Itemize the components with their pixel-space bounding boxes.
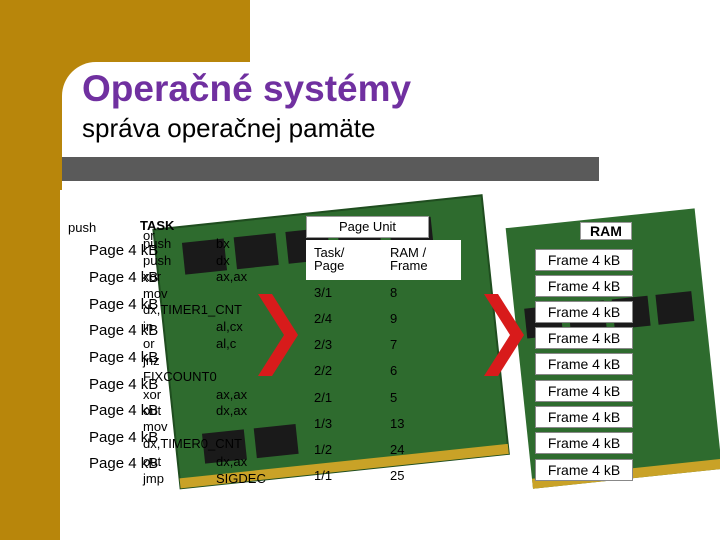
code-arg: ax,ax (216, 270, 247, 283)
row-task-page: 2/1 (314, 391, 332, 404)
ram-frame-1: Frame 4 kB (535, 249, 633, 271)
ram-frame-6: Frame 4 kB (535, 380, 633, 402)
row-frame: 5 (390, 391, 397, 404)
code-op: or (143, 337, 155, 350)
code-arg: SIGDEC (216, 472, 266, 485)
ram-frame-2: Frame 4 kB (535, 275, 633, 297)
table-row: 2/1 5 (306, 385, 461, 411)
row-frame: 7 (390, 338, 397, 351)
page-unit-rows: 3/1 8 2/4 9 2/3 7 2/2 6 2/1 5 1/3 13 1/2… (306, 280, 461, 490)
table-row: 1/2 24 (306, 437, 461, 463)
ram-header: RAM (581, 223, 631, 239)
code-op: dx,TIMER0_CNT (143, 437, 242, 450)
row-task-page: 1/2 (314, 443, 332, 456)
ram-frame-9: Frame 4 kB (535, 459, 633, 481)
ram-frame-7: Frame 4 kB (535, 406, 633, 428)
table-row: 3/1 8 (306, 280, 461, 306)
page-unit-col-task: Task/ Page (314, 246, 374, 272)
table-row: 2/2 6 (306, 358, 461, 384)
table-row: 2/3 7 (306, 332, 461, 358)
code-op: xor (143, 270, 161, 283)
row-task-page: 2/4 (314, 312, 332, 325)
code-arg: al,cx (216, 320, 243, 333)
code-arg: al,c (216, 337, 236, 350)
ram-header-box: RAM (580, 222, 632, 240)
row-frame: 24 (390, 443, 404, 456)
code-op: xor (143, 388, 161, 401)
row-frame: 9 (390, 312, 397, 325)
ram-frame-4: Frame 4 kB (535, 327, 633, 349)
code-op: out (143, 404, 161, 417)
page-unit-header: Page Unit (306, 216, 429, 238)
row-task-page: 2/3 (314, 338, 332, 351)
code-arg: ax,ax (216, 388, 247, 401)
code-op: push (143, 254, 171, 267)
row-task-page: 1/1 (314, 469, 332, 482)
code-op: dx,TIMER1_CNT (143, 303, 242, 316)
ram-frame-3: Frame 4 kB (535, 301, 633, 323)
code-arg: dx,ax (216, 404, 247, 417)
code-op: jnz (143, 354, 160, 367)
code-op: mov (143, 287, 168, 300)
page-unit-column-headers: Task/ Page RAM / Frame (306, 240, 461, 280)
code-arg: bx (216, 237, 230, 250)
table-row: 1/3 13 (306, 411, 461, 437)
ram-frame-5: Frame 4 kB (535, 353, 633, 375)
code-arg: dx (216, 254, 230, 267)
row-frame: 6 (390, 364, 397, 377)
ram-frame-8: Frame 4 kB (535, 432, 633, 454)
table-row: 2/4 9 (306, 306, 461, 332)
row-frame: 25 (390, 469, 404, 482)
row-task-page: 2/2 (314, 364, 332, 377)
code-op: FIXCOUNT0 (143, 370, 217, 383)
code-op: push (143, 237, 171, 250)
task-push-label: push (68, 221, 96, 234)
code-op: jmp (143, 472, 164, 485)
code-op: in (143, 320, 153, 333)
row-task-page: 1/3 (314, 417, 332, 430)
row-frame: 13 (390, 417, 404, 430)
page-unit-col-ram: RAM / Frame (390, 246, 456, 272)
row-frame: 8 (390, 286, 397, 299)
code-arg: dx,ax (216, 455, 247, 468)
row-task-page: 3/1 (314, 286, 332, 299)
table-row: 1/1 25 (306, 463, 461, 489)
code-op: mov (143, 420, 168, 433)
code-op: out (143, 455, 161, 468)
